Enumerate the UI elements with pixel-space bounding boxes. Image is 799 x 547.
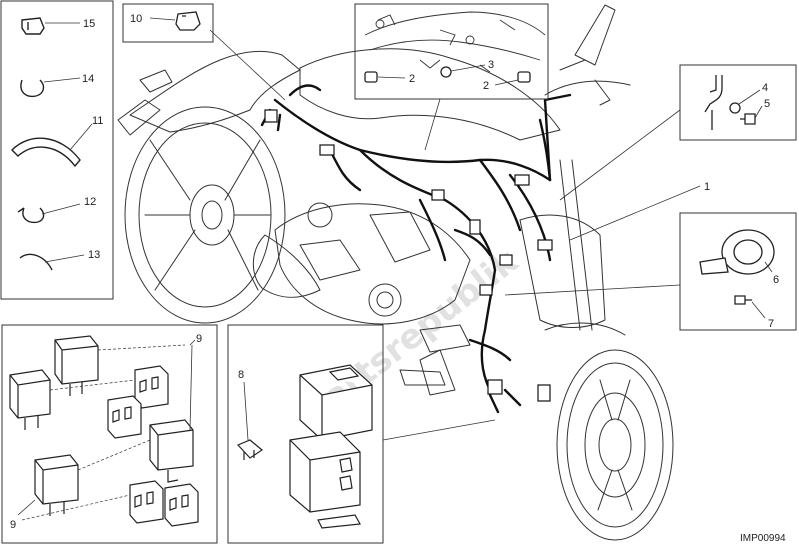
box-items-2-3: 2 3 2 [354,3,549,151]
callout-1-group: 1 [569,181,710,241]
relay-9-icon [149,419,194,483]
cable-tie-13-icon [19,253,53,271]
drawing-code: IMP00994 [740,533,786,544]
front-fender [544,322,626,336]
relay-9-icon [107,395,142,439]
relay-9-icon [54,335,99,396]
horn-6-icon [699,229,775,275]
cable-strap-11-icon [11,137,81,168]
relay-10-icon [175,11,201,31]
motorcycle-illustration [117,4,674,541]
box-item-10: 10 [122,3,286,101]
callout-14: 14 [82,73,94,85]
callout-11: 11 [92,115,103,127]
front-fork [559,159,593,331]
radiator [519,214,606,328]
callout-9b: 9 [10,519,16,531]
bolt-7-icon [734,295,752,305]
wiring-harness [260,84,572,414]
callout-7: 7 [768,318,774,330]
box-items-6-7: 6 7 [504,212,797,331]
grommet-2b-icon [517,71,531,83]
callout-2b: 2 [483,80,489,92]
left-parts-box: 15 14 11 12 13 [0,0,114,300]
cable-tie-14-icon [20,79,45,98]
handlebar [544,59,631,96]
grommet-2a-icon [364,71,378,83]
relay-9-icon [9,369,51,430]
washer-4-icon [729,102,741,114]
fuse-8-icon [236,439,264,460]
box-fusebox-8: 8 [227,324,496,544]
windscreen [574,4,616,66]
fuel-tank [299,48,561,141]
callout-15: 15 [83,18,95,30]
relay-9-icon [164,483,199,527]
relay-9-icon [34,454,79,516]
callout-2a: 2 [409,73,415,85]
harness-connectors [264,109,553,402]
callout-12: 12 [84,196,96,208]
tail-section [129,50,301,133]
callout-8: 8 [238,369,244,381]
rear-wheel [124,106,286,324]
callout-1: 1 [704,181,710,193]
callout-9a: 9 [196,333,202,345]
engine [274,202,471,396]
callout-5: 5 [764,98,770,110]
callout-3: 3 [488,59,494,71]
fuse-box-icon [289,364,373,529]
clamp-12-icon [17,207,45,224]
exhaust [252,234,321,298]
relay-9-icon [134,365,169,409]
clip-15-icon [21,17,45,35]
callout-4: 4 [762,82,768,94]
screw-5-icon [740,113,756,125]
box-items-4-5: 4 5 [559,64,797,201]
callout-10: 10 [130,13,142,25]
box-relays-9: 9 9 [1,324,218,544]
callout-6: 6 [773,274,779,286]
callout-13: 13 [88,249,100,261]
front-wheel [556,349,674,541]
relay-9-icon [129,480,164,524]
fastener-3-icon [440,66,452,78]
